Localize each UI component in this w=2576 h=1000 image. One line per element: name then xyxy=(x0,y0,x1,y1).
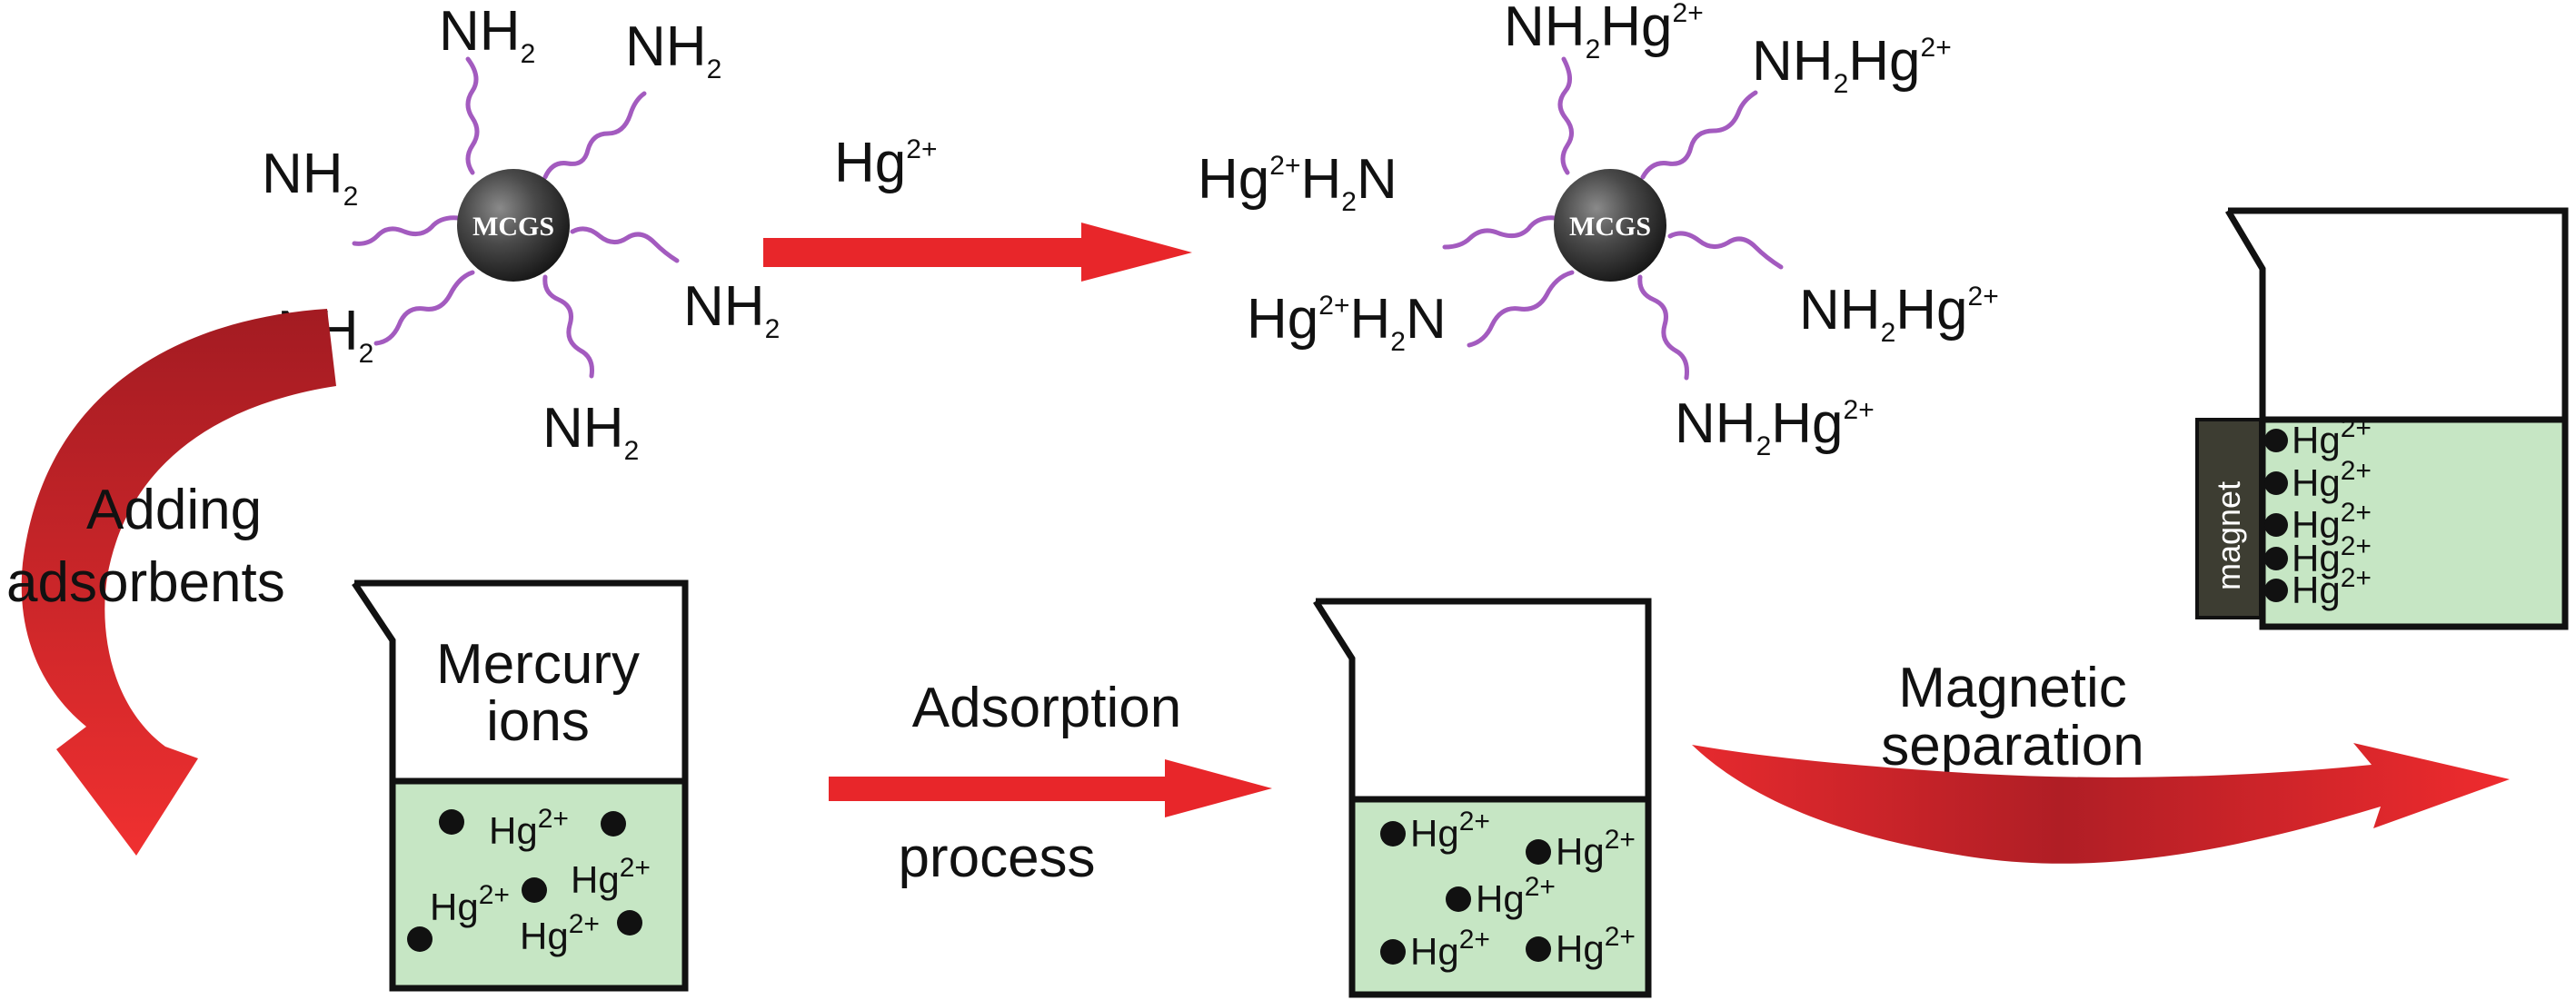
nh2-label-top: NH2 xyxy=(439,0,535,69)
mcgs-particle-unbound: MCGS NH2 NH2 NH2 NH2 NH2 NH2 xyxy=(262,0,780,466)
nh2-label-left: NH2 xyxy=(262,143,358,212)
mcgs-particle-bound: MCGS NH2Hg2+ NH2Hg2+ Hg2+H2N Hg2+H2N NH2… xyxy=(1198,0,1999,461)
hg-ion-dot xyxy=(617,910,642,936)
hg-ion-label: Hg2+ xyxy=(2292,531,2372,579)
nh2-label-top-right: NH2 xyxy=(625,15,721,84)
nh2hg-label-right: NH2Hg2+ xyxy=(1799,279,1999,348)
nh2hg-label-top: NH2Hg2+ xyxy=(1504,0,1704,64)
hg-ion-label: Hg2+ xyxy=(1410,925,1490,973)
beaker-magnetic-separation: magnet Hg2+ Hg2+ Hg2+ Hg2+ Hg2+ xyxy=(2195,207,2569,630)
hg-ion-label: Hg2+ xyxy=(571,853,651,901)
nh2hg-label-top-right: NH2Hg2+ xyxy=(1752,30,1952,99)
hg-ion-dot xyxy=(407,926,433,952)
captured-particle-dot xyxy=(2264,547,2288,570)
hg-ion-dot xyxy=(522,877,547,903)
hgh2n-label-bottom-left: Hg2+H2N xyxy=(1247,288,1447,357)
hg-ion-label: Hg2+ xyxy=(1556,922,1636,970)
adding-label-line2: adsorbents xyxy=(6,551,285,614)
adsorption-label-line1: Adsorption xyxy=(912,677,1181,739)
magnet xyxy=(2195,418,2263,619)
hg-ion-label: Hg2+ xyxy=(2292,498,2372,546)
mcgs-sphere xyxy=(457,169,570,282)
arrow-magnetic-separation xyxy=(1692,743,2510,864)
mcgs-sphere-bound xyxy=(1554,169,1666,282)
magnetic-label-line2: separation xyxy=(1881,715,2144,777)
mcgs-core-label-bound: MCGS xyxy=(1569,212,1651,242)
bound-particle-dot xyxy=(1526,839,1551,865)
nh2-label-right: NH2 xyxy=(683,275,780,344)
bound-particle-dot xyxy=(1380,821,1406,847)
captured-particle-dot xyxy=(2264,429,2288,452)
hg-ion-label: Hg2+ xyxy=(2292,456,2372,504)
hg-ion-label: Hg2+ xyxy=(489,804,569,852)
beaker-after-adsorption: Hg2+ Hg2+ Hg2+ Hg2+ Hg2+ xyxy=(1313,598,1652,998)
beaker-label-line2: ions xyxy=(486,690,590,753)
hg-ion-label: Hg2+ xyxy=(430,880,510,928)
hg-ion-label: Hg2+ xyxy=(1410,807,1490,855)
arrow-binding xyxy=(763,223,1192,282)
captured-particle-dot xyxy=(2264,513,2288,537)
captured-particle-dot xyxy=(2264,471,2288,495)
beaker-label-line1: Mercury xyxy=(436,633,640,696)
magnet-label: magnet xyxy=(2210,481,2247,590)
hg-ion-label: Hg2+ xyxy=(2292,413,2372,461)
arrow-adsorption xyxy=(829,759,1272,817)
hg-ion-dot xyxy=(439,809,464,835)
hg-ion-label: Hg2+ xyxy=(520,909,600,957)
adding-label-line1: Adding xyxy=(86,479,262,541)
hgh2n-label-left: Hg2+H2N xyxy=(1198,148,1397,217)
beaker-mercury-ions: Mercury ions Hg2+ Hg2+ Hg2+ Hg2+ xyxy=(352,579,689,992)
adsorption-label-line2: process xyxy=(898,827,1095,889)
hg-ion-dot xyxy=(601,811,626,837)
captured-particle-dot xyxy=(2264,579,2288,602)
nh2-label-bottom: NH2 xyxy=(542,397,639,466)
bound-particle-dot xyxy=(1446,886,1471,912)
nh2hg-label-bottom: NH2Hg2+ xyxy=(1675,392,1875,461)
hg-reagent-label: Hg2+ xyxy=(834,132,937,194)
bound-particle-dot xyxy=(1526,936,1551,962)
hg-ion-label: Hg2+ xyxy=(2292,563,2372,611)
magnetic-label-line1: Magnetic xyxy=(1898,657,2127,719)
hg-ion-label: Hg2+ xyxy=(1476,872,1556,920)
arrow-adding-adsorbents xyxy=(21,309,336,856)
bound-particle-dot xyxy=(1380,939,1406,965)
mcgs-core-label: MCGS xyxy=(472,212,554,242)
hg-ion-label: Hg2+ xyxy=(1556,825,1636,873)
